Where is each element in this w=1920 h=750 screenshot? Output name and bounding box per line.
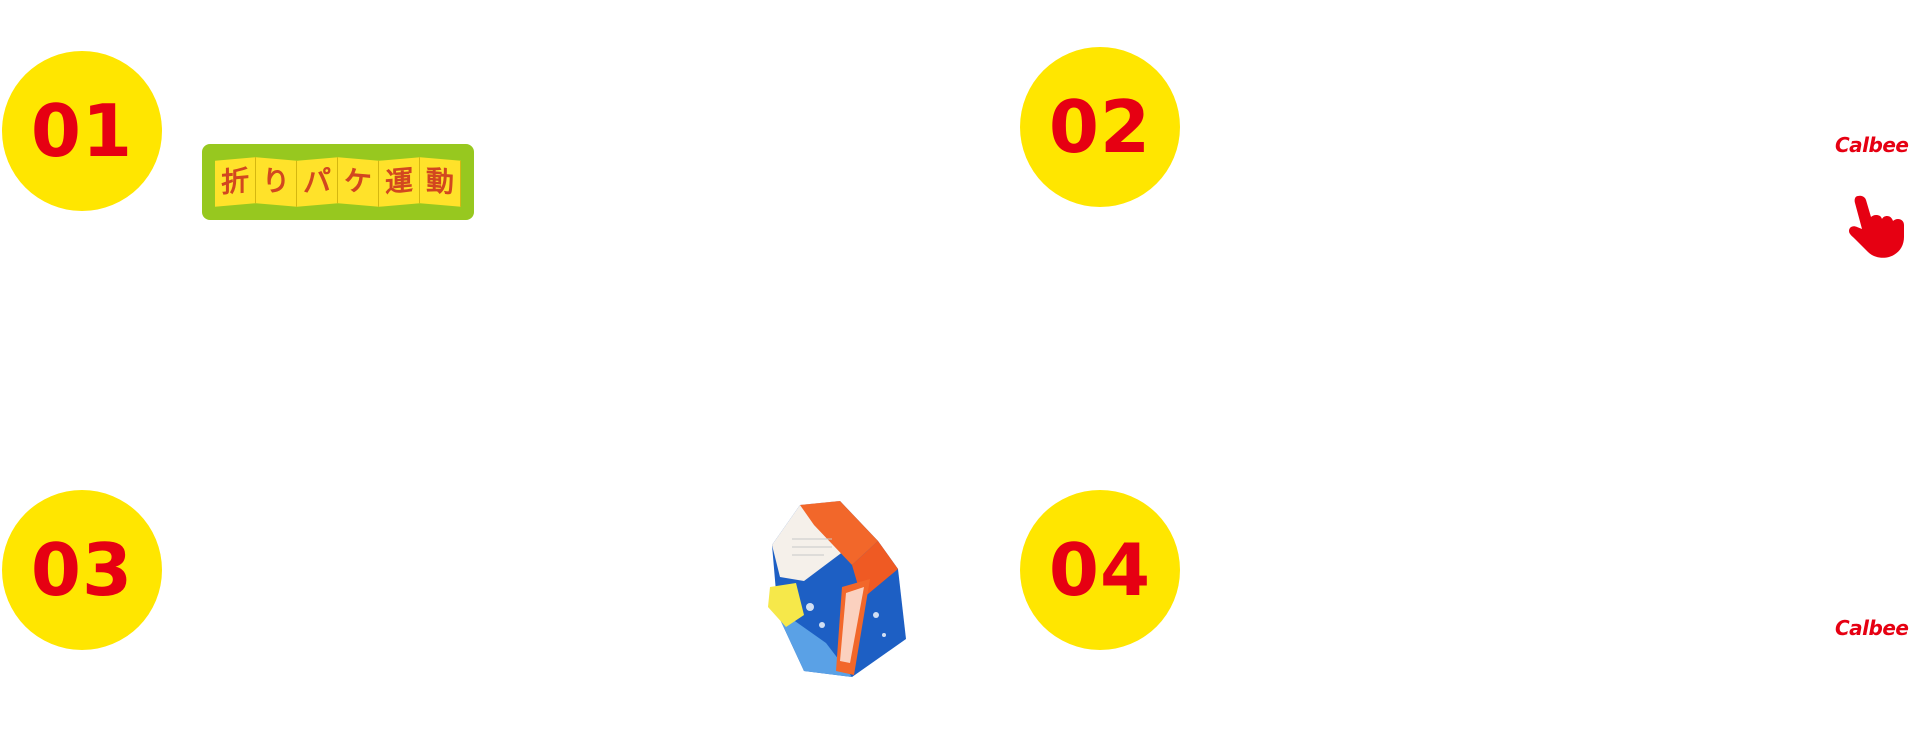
badge-text: 折 り パ ケ 運 動: [215, 157, 461, 207]
step-number-01: 01: [2, 51, 162, 211]
step-label: 02: [1048, 85, 1152, 169]
step-number-03: 03: [2, 490, 162, 650]
brand-logo: Calbee: [1835, 133, 1909, 157]
folded-package-campaign-badge: 折 り パ ケ 運 動: [202, 144, 474, 220]
step-label: 04: [1048, 528, 1152, 612]
step-number-02: 02: [1020, 47, 1180, 207]
folded-snack-package-image: [768, 501, 906, 677]
badge-char: パ: [297, 157, 338, 207]
step-label: 01: [30, 89, 134, 173]
pointing-hand-icon: [1849, 195, 1904, 258]
badge-char: 運: [379, 157, 420, 207]
badge-char: り: [256, 157, 297, 207]
step-number-04: 04: [1020, 490, 1180, 650]
step-label: 03: [30, 528, 134, 612]
brand-logo: Calbee: [1835, 616, 1909, 640]
badge-char: 折: [215, 157, 256, 207]
badge-char: ケ: [338, 157, 379, 207]
badge-char: 動: [420, 157, 461, 207]
